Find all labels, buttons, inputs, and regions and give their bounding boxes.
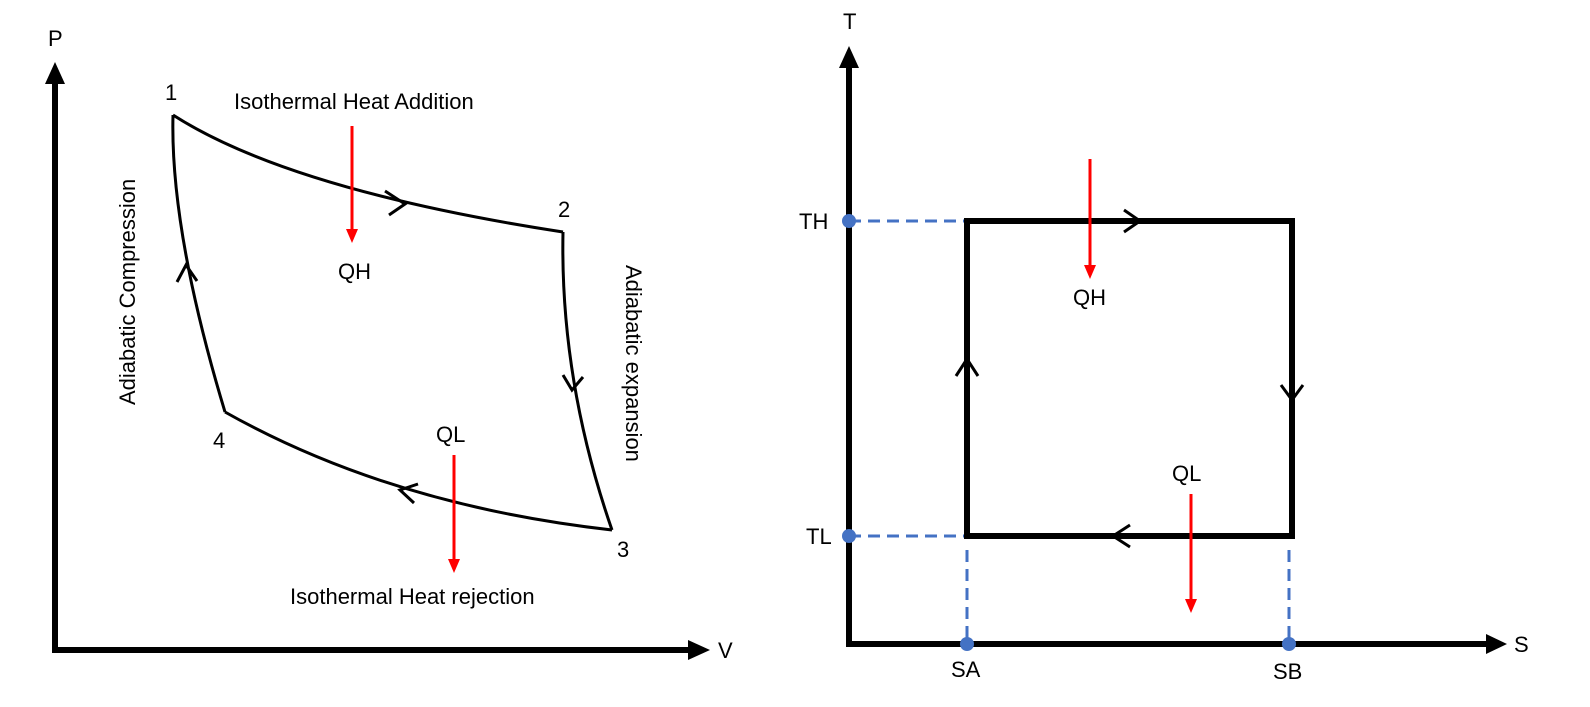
point-label-1: 1 xyxy=(165,80,177,105)
v-axis-arrowhead xyxy=(688,640,710,660)
direction-chevron-down xyxy=(561,374,585,393)
ts-chevron-left xyxy=(1110,523,1131,549)
tl-label: TL xyxy=(806,524,832,549)
ts-qh-arrowhead xyxy=(1084,265,1096,279)
ts-ql-arrowhead xyxy=(1185,599,1197,613)
adiabatic-expansion-curve xyxy=(561,231,614,531)
t-axis-label: T xyxy=(843,9,856,34)
ql-label-ts: QL xyxy=(1172,461,1201,486)
adiabatic-compression-label: Adiabatic Compression xyxy=(115,179,140,405)
point-label-2: 2 xyxy=(558,197,570,222)
heat-addition-label: Isothermal Heat Addition xyxy=(234,89,474,114)
p-axis-arrowhead xyxy=(45,62,65,84)
qh-arrowhead xyxy=(346,229,358,243)
point-label-4: 4 xyxy=(213,428,225,453)
adiabatic-compression-curve xyxy=(171,114,227,413)
ts-chevron-right xyxy=(1123,208,1143,234)
pv-diagram: P V 1 2 3 4 Isothermal Heat Addition QH … xyxy=(45,26,733,663)
s-axis-label: S xyxy=(1514,632,1529,657)
th-marker xyxy=(842,214,856,228)
t-axis-arrowhead xyxy=(839,46,859,68)
isothermal-compression-curve xyxy=(224,410,613,532)
sb-label: SB xyxy=(1273,659,1302,684)
sa-label: SA xyxy=(951,657,981,682)
direction-chevron-right xyxy=(384,189,408,217)
ts-chevron-up xyxy=(954,356,980,377)
p-axis-label: P xyxy=(48,26,63,51)
direction-chevron-left xyxy=(397,482,419,505)
sb-marker xyxy=(1282,637,1296,651)
v-axis-label: V xyxy=(718,638,733,663)
point-label-3: 3 xyxy=(617,537,629,562)
qh-label-pv: QH xyxy=(338,259,371,284)
ts-diagram: T S TH TL SA SB QH QL xyxy=(799,9,1529,684)
s-axis-arrowhead xyxy=(1486,634,1507,654)
sa-marker xyxy=(960,637,974,651)
carnot-cycle-rectangle xyxy=(964,218,1295,539)
tl-marker xyxy=(842,529,856,543)
adiabatic-expansion-label: Adiabatic expansion xyxy=(621,265,646,462)
ts-chevron-down xyxy=(1279,384,1305,403)
isothermal-expansion-curve xyxy=(172,113,564,234)
qh-label-ts: QH xyxy=(1073,285,1106,310)
direction-chevron-up xyxy=(175,262,199,283)
ql-arrowhead xyxy=(448,559,460,573)
ql-label-pv: QL xyxy=(436,422,465,447)
th-label: TH xyxy=(799,209,828,234)
heat-rejection-label: Isothermal Heat rejection xyxy=(290,584,535,609)
